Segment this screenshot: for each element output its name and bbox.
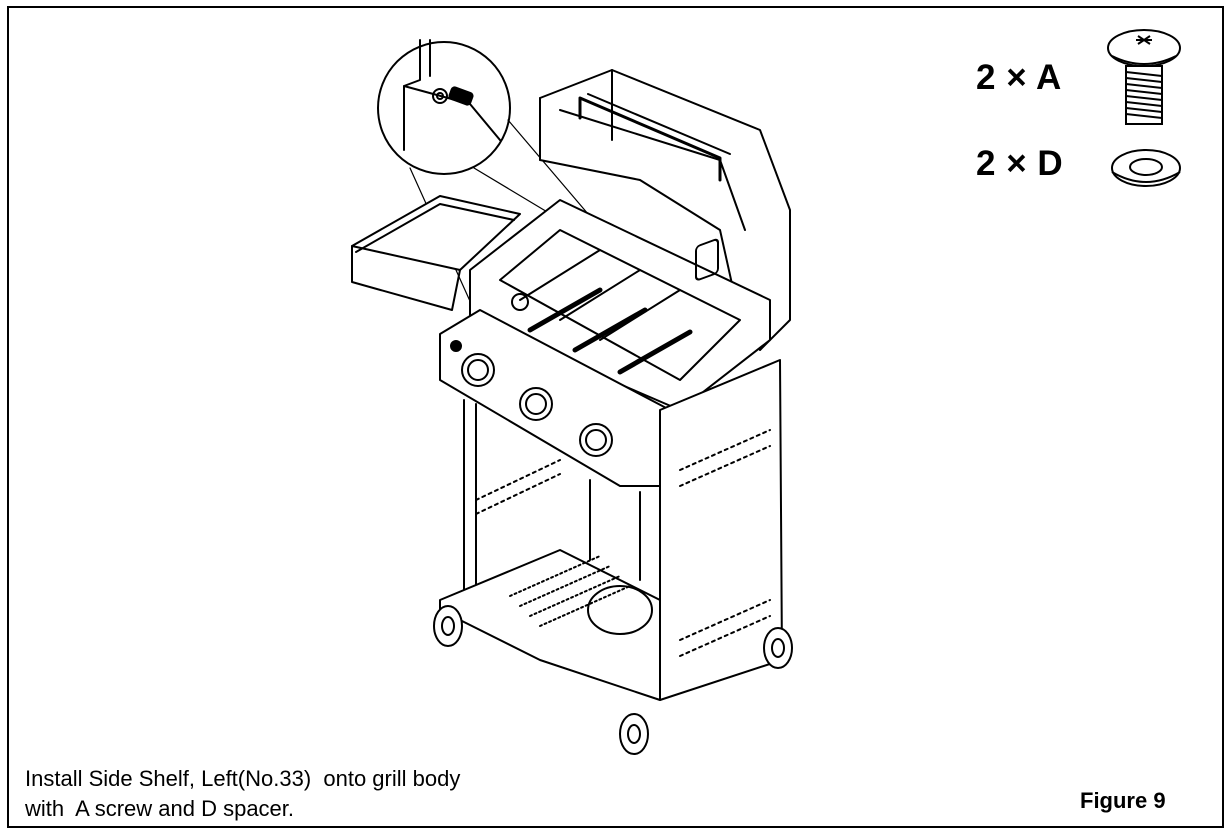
screw-icon	[1107, 29, 1181, 125]
caption-line-1: Install Side Shelf, Left(No.33) onto gri…	[25, 766, 461, 791]
hardware-d-quantity: 2 × D	[976, 144, 1064, 183]
grill-lid	[539, 69, 791, 351]
control-panel	[439, 309, 671, 487]
hardware-a-quantity: 2 × A	[976, 58, 1062, 97]
caption-line-2: with A screw and D spacer.	[25, 796, 295, 821]
cart-frame	[439, 399, 661, 701]
zoom-detail-callout	[377, 39, 622, 311]
washer-icon	[1111, 149, 1181, 187]
figure-label: Figure 9	[1080, 788, 1166, 813]
side-shelf	[351, 195, 521, 311]
casters	[433, 605, 793, 755]
instruction-caption: Install Side Shelf, Left(No.33) onto gri…	[25, 764, 460, 824]
